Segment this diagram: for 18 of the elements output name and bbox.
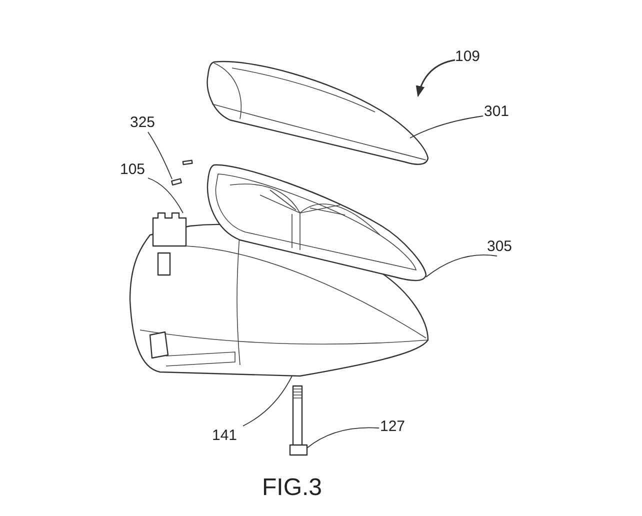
callout-number: 109	[455, 48, 480, 65]
leader-line	[242, 376, 292, 426]
leader-line	[306, 427, 380, 448]
callout-number: 301	[484, 103, 510, 120]
callout-number: 127	[380, 418, 406, 435]
callout-number: 105	[120, 161, 146, 178]
leader-line	[148, 178, 184, 214]
figure-caption: FIG.3	[262, 474, 322, 502]
leader-line	[410, 116, 484, 138]
leader-line	[148, 132, 172, 180]
screw-drawing	[289, 384, 309, 457]
callout-number: 305	[487, 238, 512, 255]
arrow	[416, 59, 456, 98]
weight-drawing	[170, 158, 194, 186]
leader-line	[426, 254, 498, 278]
crown-drawing	[204, 58, 430, 167]
callout-number: 141	[212, 427, 238, 444]
callout-number: 325	[130, 114, 156, 131]
